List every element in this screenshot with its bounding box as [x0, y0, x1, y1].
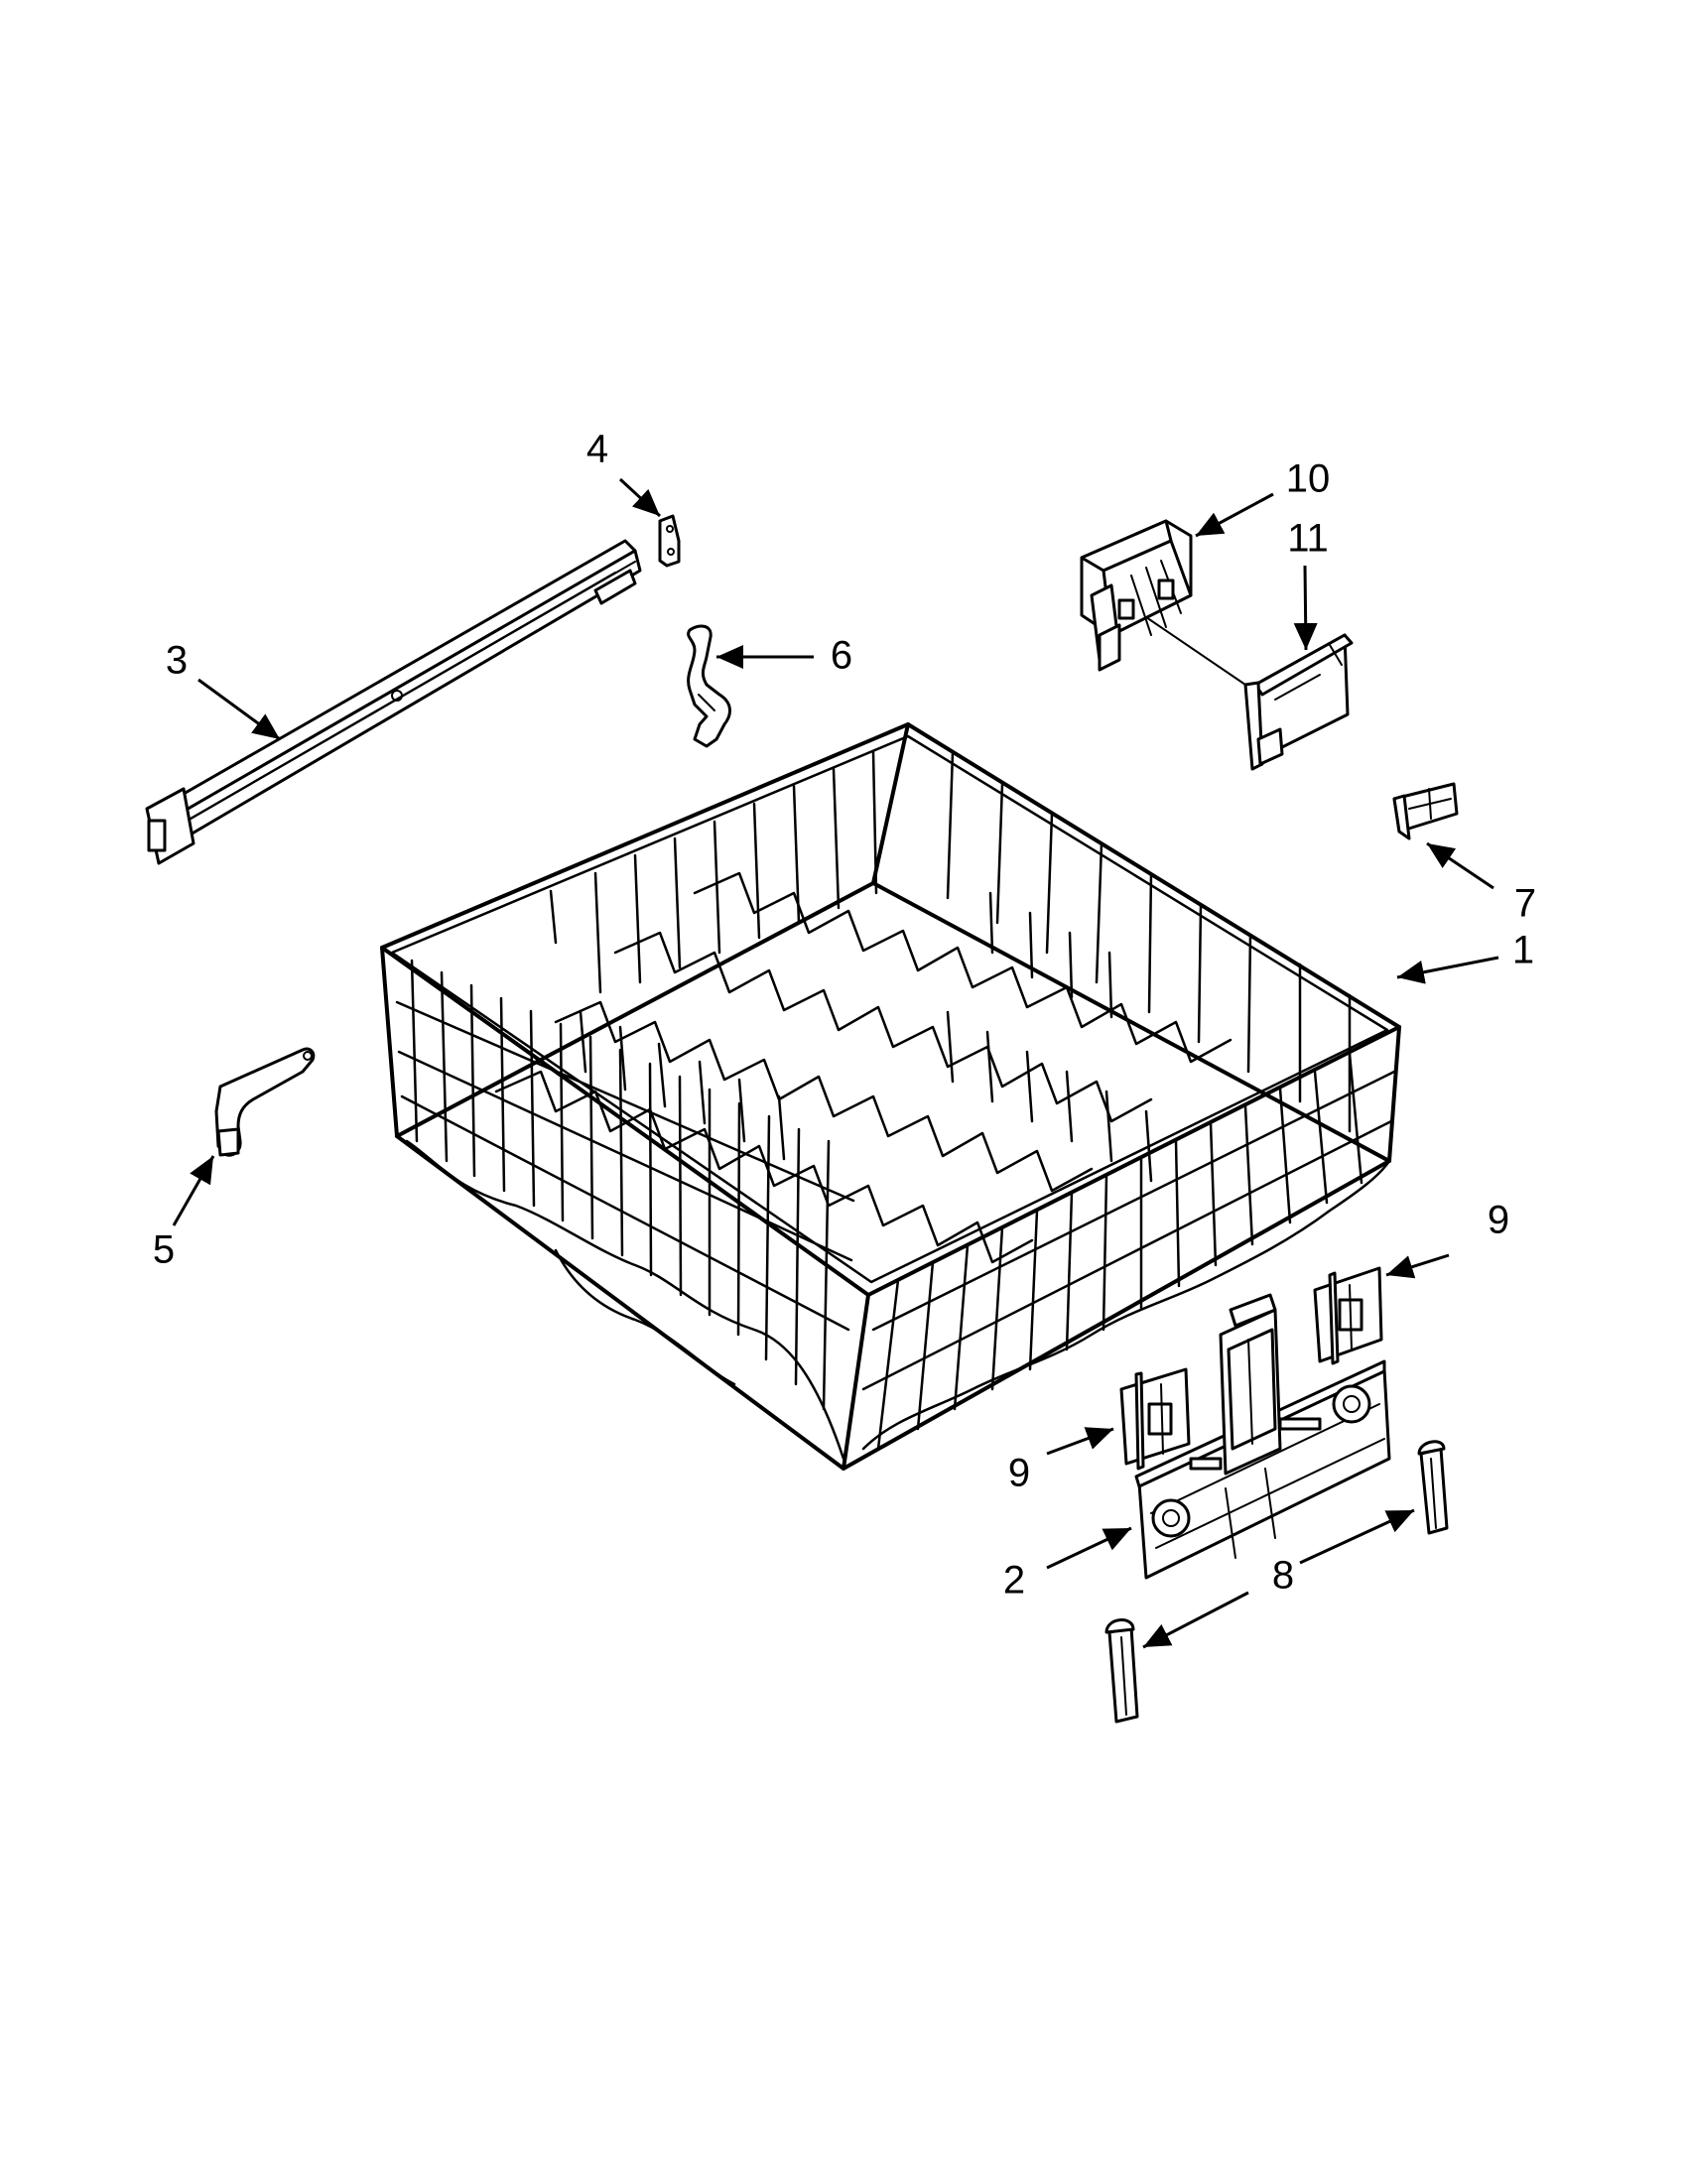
callout-4: 4	[586, 428, 608, 471]
leader-8a	[1299, 1508, 1415, 1565]
clip-part-7	[1392, 782, 1459, 840]
callout-5: 5	[153, 1228, 175, 1272]
clip-part-9-upper	[1313, 1266, 1383, 1365]
rail-stop-part-4	[658, 514, 681, 568]
leader-11	[1293, 565, 1318, 651]
callout-8: 8	[1272, 1554, 1294, 1598]
leader-9b	[1046, 1427, 1114, 1456]
callout-9-upper: 9	[1488, 1199, 1509, 1242]
arm-part-5	[214, 1047, 316, 1157]
adjuster-part-2	[1134, 1293, 1391, 1580]
leader-1	[1396, 956, 1499, 984]
callout-7: 7	[1514, 882, 1536, 926]
clip-part-9-lower	[1119, 1367, 1191, 1471]
rail-part-3	[145, 539, 642, 865]
callout-9-lower: 9	[1008, 1452, 1030, 1495]
leader-4	[618, 477, 662, 518]
callout-3: 3	[166, 639, 188, 683]
callout-2: 2	[1003, 1559, 1025, 1603]
callout-1: 1	[1512, 929, 1534, 972]
callout-11: 11	[1287, 517, 1329, 561]
leader-5	[172, 1155, 215, 1226]
leader-8b	[1142, 1591, 1249, 1649]
dishrack-part-1	[380, 722, 1401, 1471]
assembly-line-10-11	[1145, 616, 1246, 686]
handle-part-8-left	[1104, 1618, 1139, 1724]
leader-9a	[1385, 1253, 1450, 1279]
cover-part-11	[1243, 633, 1354, 771]
clip-part-6	[687, 624, 731, 748]
leader-2	[1046, 1526, 1132, 1570]
handle-part-8-right	[1417, 1440, 1449, 1535]
callout-10: 10	[1286, 457, 1331, 501]
callout-6: 6	[831, 634, 852, 678]
adjuster-housing-part-10	[1080, 519, 1193, 672]
leader-3	[197, 678, 281, 741]
leader-7	[1426, 841, 1494, 890]
leader-10	[1195, 492, 1274, 538]
